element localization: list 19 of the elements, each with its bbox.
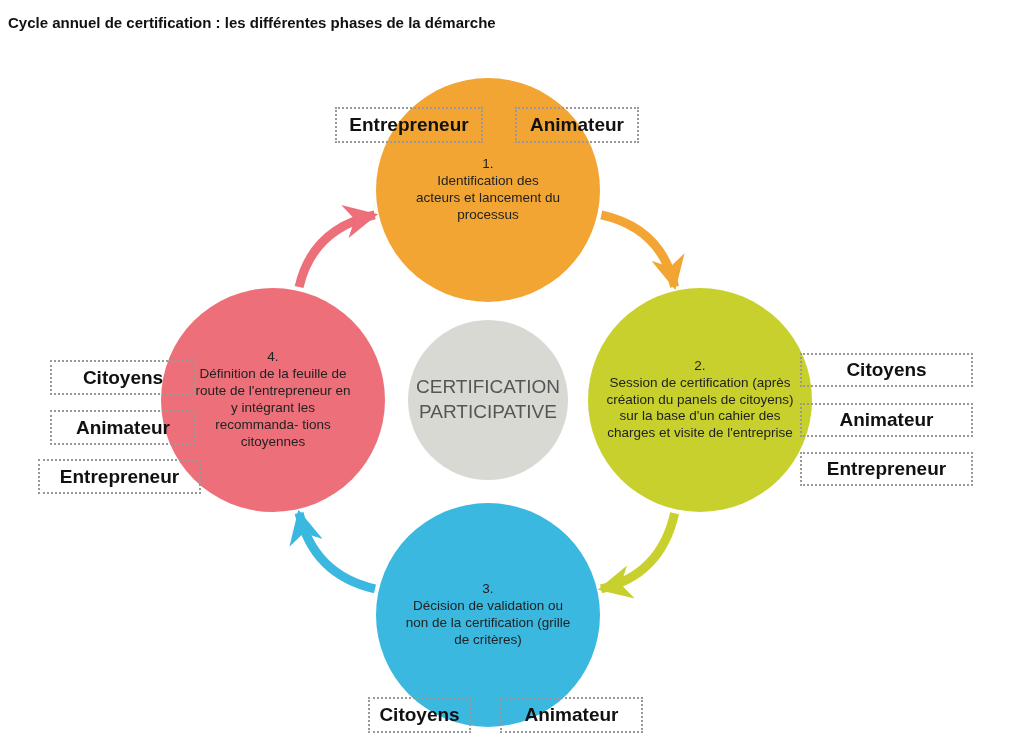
role-tag: Animateur bbox=[800, 403, 973, 437]
cycle-arrow bbox=[294, 206, 378, 289]
step-description: Identification des acteurs et lancement du processus bbox=[414, 173, 562, 224]
role-tag: Entrepreneur bbox=[38, 459, 201, 494]
diagram-title: Cycle annuel de certification : les différentes phases de la démarche bbox=[8, 14, 496, 31]
step-number: 1. bbox=[482, 156, 494, 174]
step-number: 2. bbox=[694, 357, 706, 375]
step-description: Décision de validation ou non de la certification (grille de critères) bbox=[404, 598, 572, 649]
step-description: Définition de la feuille de route de l'entrepreneur en y intégrant les recommanda- tions citoyennes bbox=[194, 366, 352, 451]
cycle-arrow bbox=[600, 210, 684, 291]
role-tag: Entrepreneur bbox=[800, 452, 973, 486]
cycle-arrow bbox=[290, 509, 377, 594]
cycle-arrow bbox=[597, 512, 679, 598]
center-label: CERTIFICATION PARTICIPATIVE bbox=[415, 375, 561, 424]
role-tag: Citoyens bbox=[50, 360, 196, 395]
step-number: 4. bbox=[267, 349, 279, 367]
step-description: Session de certification (après création du panels de citoyens) sur la base d'un cahier des charges et visite de l'entreprise bbox=[605, 374, 795, 443]
step-number: 3. bbox=[482, 581, 494, 599]
role-tag: Citoyens bbox=[800, 353, 973, 387]
